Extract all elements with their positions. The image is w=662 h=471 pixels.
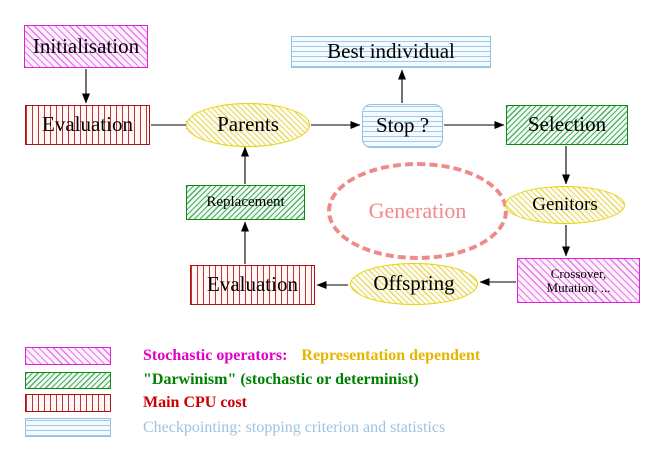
node-initialisation[interactable]: Initialisation <box>24 25 148 68</box>
node-evaluation-top-label: Evaluation <box>42 112 133 137</box>
node-selection[interactable]: Selection <box>506 105 628 145</box>
node-best-individual-label: Best individual <box>327 39 455 64</box>
node-evaluation-top[interactable]: Evaluation <box>25 105 150 145</box>
node-parents[interactable]: Parents <box>186 103 310 147</box>
legend-label-representation: Representation dependent <box>301 347 481 364</box>
node-evaluation-bottom[interactable]: Evaluation <box>190 265 315 305</box>
node-crossover-line2: Mutation, ... <box>546 279 611 295</box>
node-genitors-label: Genitors <box>532 194 598 216</box>
legend-swatch-blue <box>25 418 111 437</box>
legend-swatch-green <box>25 371 111 389</box>
node-generation-label: Generation <box>368 198 467 223</box>
legend-row-darwinism: "Darwinism" (stochastic or determinist) <box>25 371 419 389</box>
legend-swatch-red <box>25 394 111 412</box>
node-generation: Generation <box>327 162 508 260</box>
node-replacement[interactable]: Replacement <box>186 185 305 220</box>
node-evaluation-bottom-label: Evaluation <box>207 272 298 297</box>
node-offspring-label: Offspring <box>373 271 455 296</box>
node-initialisation-label: Initialisation <box>32 33 140 58</box>
node-replacement-label: Replacement <box>206 193 285 210</box>
node-selection-label: Selection <box>527 112 607 137</box>
node-offspring[interactable]: Offspring <box>350 263 478 305</box>
legend-label-darwinism: "Darwinism" (stochastic or determinist) <box>143 371 419 388</box>
legend-row-checkpointing: Checkpointing: stopping criterion and st… <box>25 418 445 437</box>
legend-label-stochastic: Stochastic operators: <box>143 347 288 364</box>
legend-row-cpu: Main CPU cost <box>25 394 247 412</box>
node-crossover-line1: Crossover, <box>550 266 607 282</box>
legend-row-stochastic: Stochastic operators: Representation dep… <box>25 347 480 365</box>
node-parents-label: Parents <box>217 112 279 137</box>
node-stop-label: Stop ? <box>375 113 430 138</box>
legend-label-checkpointing: Checkpointing: stopping criterion and st… <box>143 418 446 436</box>
legend-label-cpu: Main CPU cost <box>143 394 247 411</box>
node-stop[interactable]: Stop ? <box>362 104 443 148</box>
node-crossover-mutation[interactable]: Crossover, Mutation, ... <box>517 258 640 303</box>
legend-swatch-magenta <box>25 347 111 365</box>
node-genitors[interactable]: Genitors <box>505 186 625 224</box>
node-best-individual[interactable]: Best individual <box>291 36 491 68</box>
